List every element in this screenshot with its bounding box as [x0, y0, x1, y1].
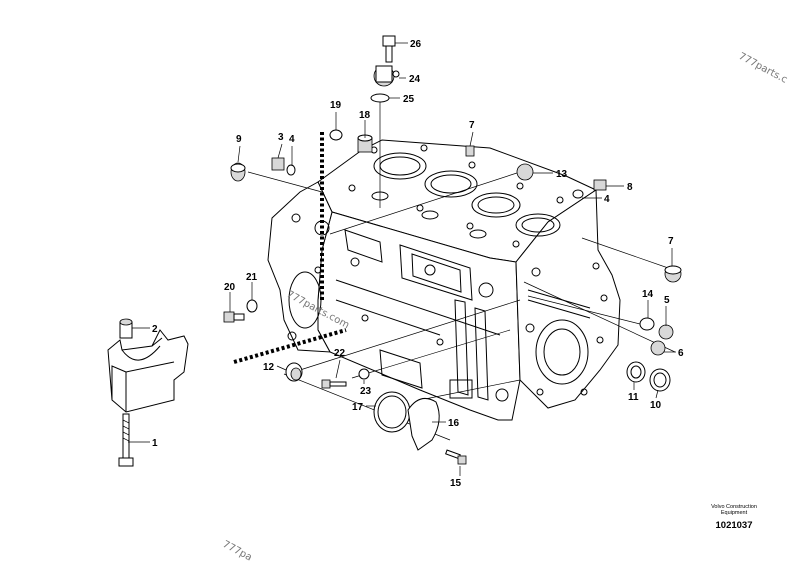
seal-12 [285, 362, 303, 382]
label-25: 25 [403, 94, 415, 105]
main-bearing-cap [107, 329, 189, 413]
washer-4a [286, 164, 296, 176]
seal-11 [626, 361, 646, 383]
plug-7b [664, 265, 682, 283]
assembly-line-diagonal [233, 328, 347, 364]
label-8: 8 [627, 182, 633, 193]
plug-14 [639, 317, 655, 331]
o-ring-25 [370, 93, 390, 103]
label-18: 18 [359, 110, 371, 121]
washer-21 [246, 299, 258, 313]
label-6: 6 [678, 348, 684, 359]
plug-3 [271, 157, 285, 171]
label-5: 5 [664, 295, 670, 306]
drawing-number: 1021037 [715, 520, 753, 531]
watermark-top-right: 777parts.c [737, 51, 789, 86]
label-4b: 4 [604, 194, 610, 205]
cover-16 [407, 397, 440, 451]
watermark-bottom: 777pa [221, 539, 254, 564]
label-17: 17 [352, 402, 364, 413]
plug-8 [593, 179, 607, 191]
washer-23 [358, 368, 370, 380]
label-22: 22 [334, 348, 346, 359]
washer-4b [572, 189, 584, 199]
label-26: 26 [410, 39, 422, 50]
gasket-17 [373, 391, 411, 433]
plug-7a [465, 145, 475, 157]
plug-9 [230, 162, 246, 182]
label-3: 3 [278, 132, 284, 143]
bolt-22 [321, 379, 347, 389]
label-7b: 7 [668, 236, 674, 247]
label-16: 16 [448, 418, 460, 429]
label-11: 11 [628, 392, 639, 403]
label-19: 19 [330, 100, 342, 111]
brand-caption: Volvo Construction Equipment [694, 504, 774, 516]
label-15: 15 [450, 478, 462, 489]
label-24: 24 [409, 74, 421, 85]
callouts: 1 2 3 4 4 5 6 7 7 8 9 10 11 12 13 14 15 [128, 39, 684, 489]
label-2: 2 [152, 324, 158, 335]
label-21: 21 [246, 272, 258, 283]
label-13: 13 [556, 169, 568, 180]
label-1: 1 [152, 438, 158, 449]
sensor [373, 65, 400, 87]
label-4a: 4 [289, 134, 295, 145]
label-9: 9 [236, 134, 242, 145]
plug-6 [650, 340, 666, 356]
leader-lines [247, 102, 676, 441]
plug-18 [357, 134, 373, 153]
plug-5 [658, 324, 674, 340]
washer-19 [329, 129, 343, 141]
bolt-20 [223, 311, 245, 323]
seal-10 [649, 368, 671, 392]
sensor-bolt [382, 35, 396, 63]
label-14: 14 [642, 289, 654, 300]
main-bearing-bolt [118, 413, 134, 467]
label-23: 23 [360, 386, 372, 397]
label-12: 12 [263, 362, 275, 373]
bolt-15 [445, 449, 467, 465]
brand-line-1: Volvo Construction [711, 504, 757, 510]
label-7a: 7 [469, 120, 475, 131]
label-20: 20 [224, 282, 236, 293]
brand-line-2: Equipment [720, 510, 748, 516]
label-10: 10 [650, 400, 662, 411]
plug-13 [516, 163, 534, 181]
dowel-pin [119, 318, 133, 339]
